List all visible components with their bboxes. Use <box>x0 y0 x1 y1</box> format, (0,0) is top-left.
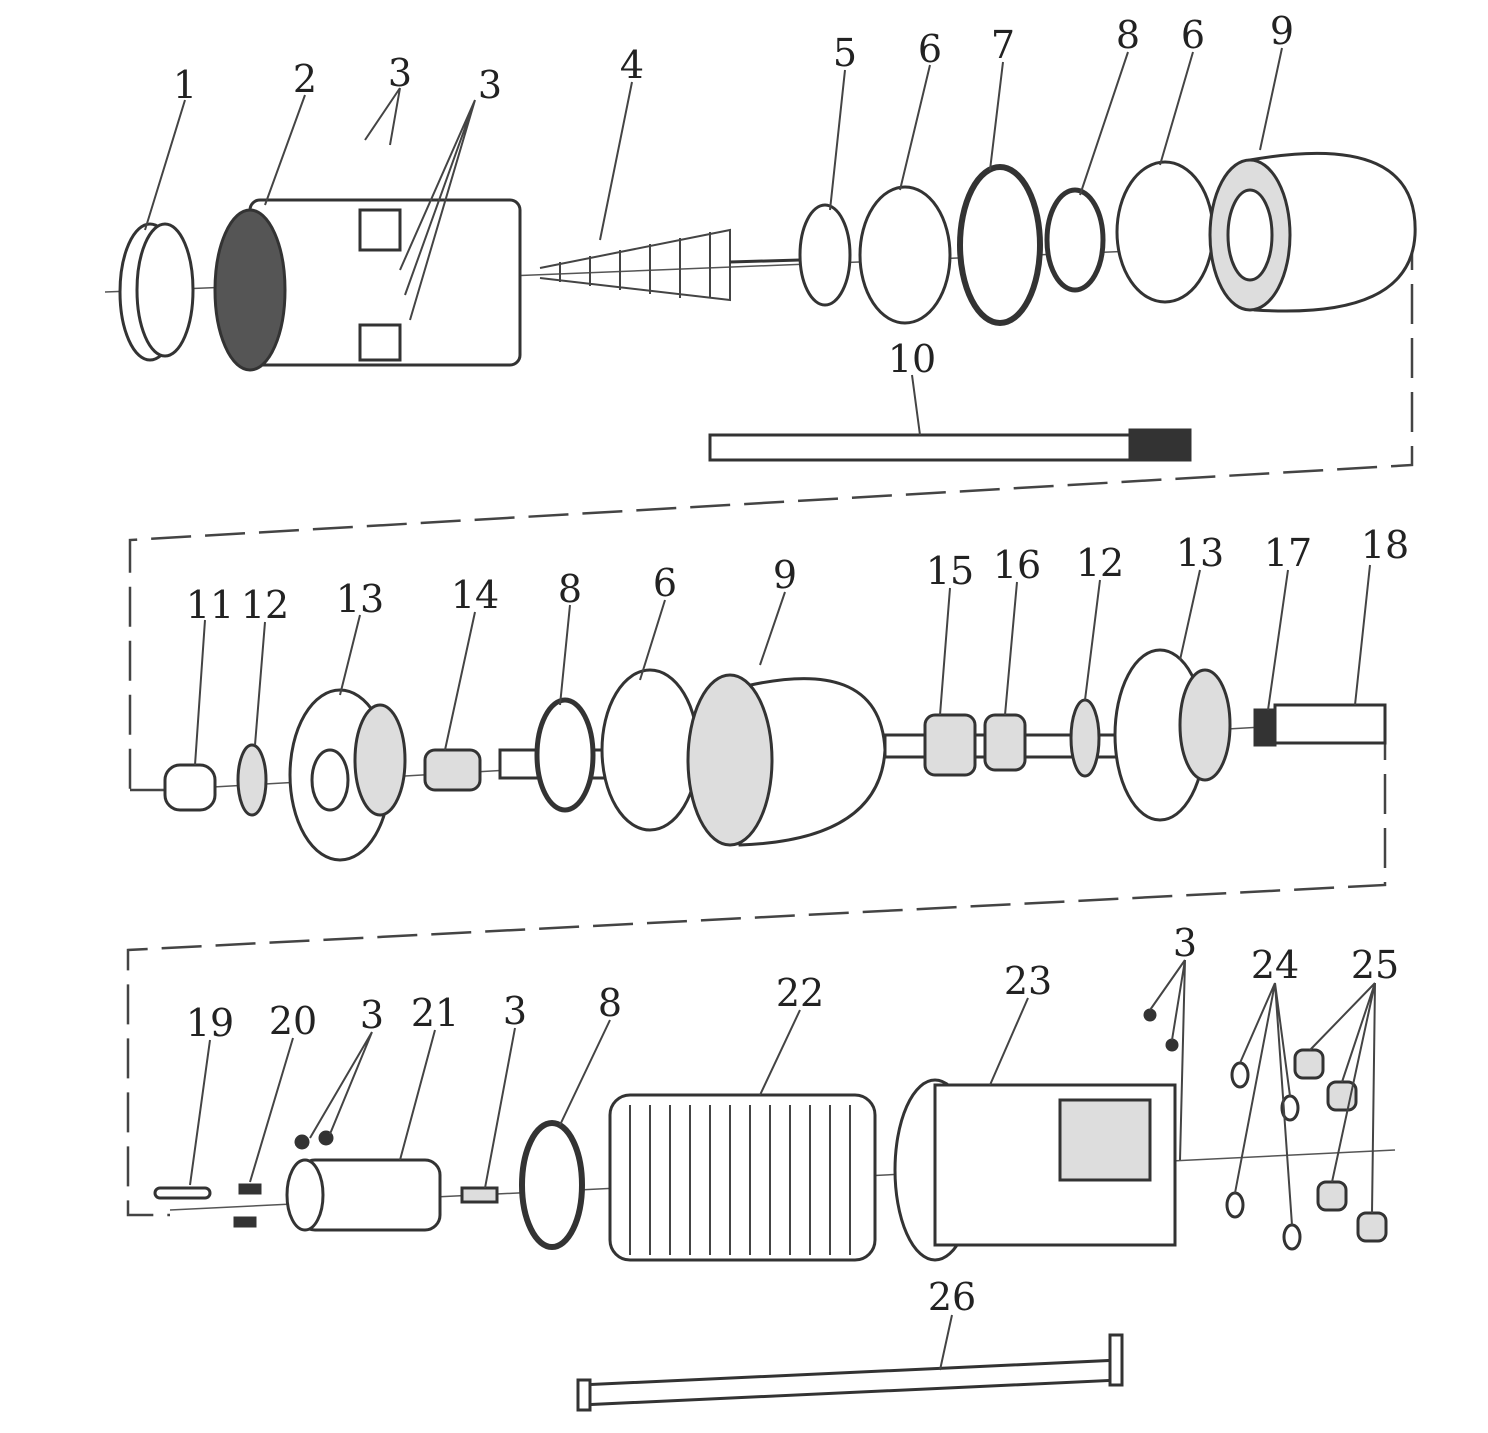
part-23-motor-frame <box>893 1078 1177 1262</box>
part-3-screw <box>460 1186 499 1204</box>
label-part-24: 24 <box>1251 943 1299 987</box>
part-13-impeller <box>1113 648 1232 822</box>
row-1-parts <box>104 151 1417 462</box>
part-6-o-ring <box>1115 160 1215 304</box>
label-part-12: 12 <box>241 583 289 627</box>
label-part-17: 17 <box>1264 531 1312 575</box>
part-25-nuts <box>1293 1048 1388 1243</box>
part-4-spring <box>539 228 731 302</box>
label-part-3: 3 <box>478 63 502 107</box>
part-10-shaft <box>708 428 1192 462</box>
label-part-8: 8 <box>598 981 622 1025</box>
row-3-parts <box>153 1008 1396 1412</box>
label-part-3: 3 <box>1173 921 1197 965</box>
label-part-2: 2 <box>293 57 317 101</box>
label-part-7: 7 <box>991 23 1015 67</box>
part-13-impeller <box>288 688 407 862</box>
part-14-bearing <box>423 748 482 792</box>
part-6-o-ring <box>858 185 952 325</box>
label-part-13: 13 <box>336 577 384 621</box>
row-2-parts <box>159 648 1387 862</box>
part-19-pin <box>153 1186 212 1200</box>
part-5-seal <box>798 203 852 307</box>
part-9-diffuser <box>1208 151 1417 313</box>
label-part-12: 12 <box>1076 541 1124 585</box>
part-8-ring <box>1044 187 1106 293</box>
part-16-sleeve <box>983 713 1027 772</box>
part-12-washer <box>236 743 268 817</box>
part-24-washers <box>1225 1061 1302 1251</box>
label-part-21: 21 <box>411 991 459 1035</box>
label-part-20: 20 <box>269 999 317 1043</box>
label-part-3: 3 <box>388 51 412 95</box>
part-12-washer <box>1069 698 1101 778</box>
part-8-ring <box>534 697 596 813</box>
label-part-13: 13 <box>1176 531 1224 575</box>
part-2-motor-cover <box>213 198 522 372</box>
part-7-ring <box>957 164 1043 326</box>
label-part-6: 6 <box>918 27 942 71</box>
label-part-1: 1 <box>173 63 197 107</box>
label-part-22: 22 <box>776 971 824 1015</box>
label-part-6: 6 <box>1181 13 1205 57</box>
part-6-o-ring <box>600 668 700 832</box>
label-part-4: 4 <box>620 43 644 87</box>
label-part-8: 8 <box>558 567 582 611</box>
label-part-9: 9 <box>773 553 797 597</box>
part-22-stator-winding <box>608 1093 877 1262</box>
label-part-8: 8 <box>1116 13 1140 57</box>
label-part-18: 18 <box>1361 523 1409 567</box>
part-17-key <box>1253 708 1277 747</box>
part-8-ring <box>519 1120 585 1250</box>
part-18-shaft <box>1273 703 1387 745</box>
part-11-bushing <box>163 763 217 812</box>
label-part-5: 5 <box>833 31 857 75</box>
part-26-tie-rod <box>576 1333 1124 1412</box>
leader-lines <box>144 47 1376 1371</box>
label-part-9: 9 <box>1270 9 1294 53</box>
part-20-key <box>238 1183 262 1195</box>
label-part-3: 3 <box>360 993 384 1037</box>
part-15-sleeve <box>923 713 977 777</box>
part-21-coupling <box>285 1158 442 1232</box>
label-part-23: 23 <box>1004 959 1052 1003</box>
label-part-6: 6 <box>653 561 677 605</box>
label-part-10: 10 <box>888 337 936 381</box>
label-part-16: 16 <box>993 543 1041 587</box>
label-part-19: 19 <box>186 1001 234 1045</box>
label-part-14: 14 <box>451 573 499 617</box>
part-9-diffuser <box>686 673 887 847</box>
label-part-3: 3 <box>503 989 527 1033</box>
label-part-15: 15 <box>926 549 974 593</box>
label-part-11: 11 <box>186 583 234 627</box>
label-part-26: 26 <box>928 1275 976 1319</box>
label-part-25: 25 <box>1351 943 1399 987</box>
